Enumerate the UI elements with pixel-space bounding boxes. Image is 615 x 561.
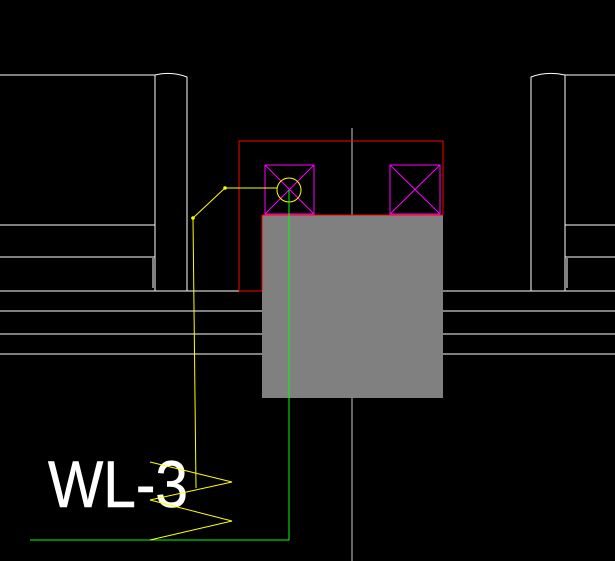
zigzag-break-icon [149,461,233,541]
leader-line[interactable] [192,187,277,489]
filled-block[interactable] [262,215,443,398]
pipe-line[interactable] [30,190,290,541]
left-structure [0,72,188,292]
slab-lines [0,290,615,355]
red-box-outline[interactable] [238,140,444,291]
leader-node [191,216,195,220]
right-column-outline [530,72,566,292]
crossed-box-icon[interactable] [389,164,441,215]
left-column-outline [154,72,188,292]
pipe-label: WL-3 [48,447,188,521]
leader-node [223,186,227,190]
right-structure [530,72,615,292]
